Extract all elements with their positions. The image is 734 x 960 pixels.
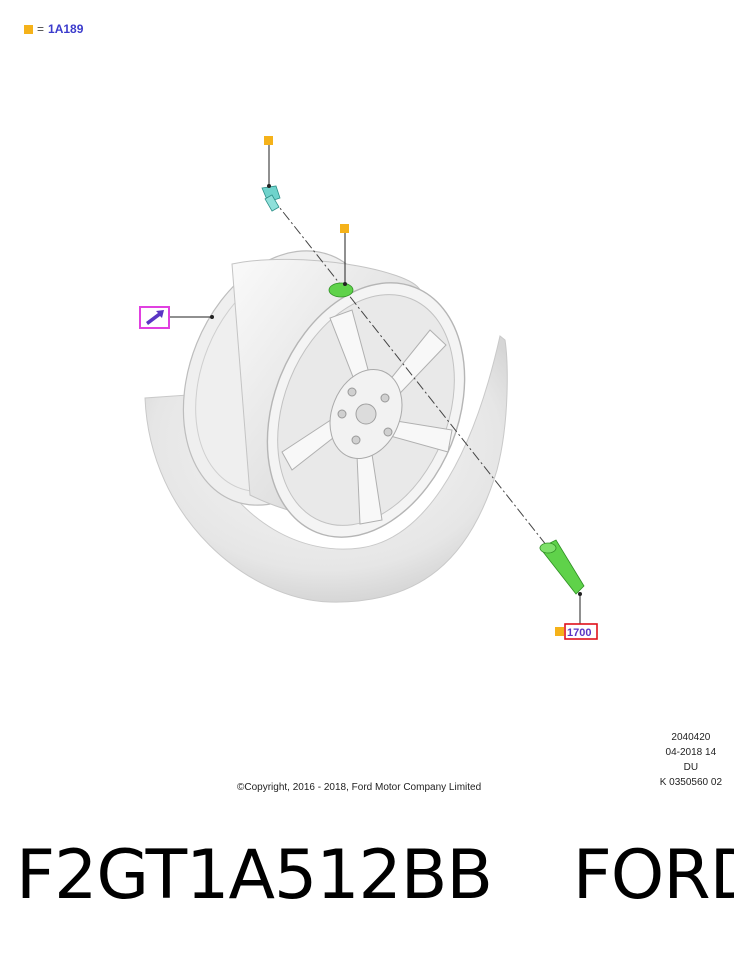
legend-marker-swatch [24,24,33,34]
meta-line-2: 04-2018 14 [665,747,717,758]
valve-seat [328,282,354,298]
marker-top-leader [264,136,273,188]
brand-name: FORD [572,836,734,915]
copyright-notice: ©Copyright, 2016 - 2018, Ford Motor Comp… [237,782,482,793]
part-number: F2GT1A512BB [16,836,493,915]
part-callout-1700[interactable]: 1700 [564,623,598,640]
legend-ref-link[interactable]: 1A189 [48,22,84,36]
link-arrow-callout[interactable] [139,306,214,329]
tpms-valve [539,539,585,595]
meta-line-1: 2040420 [671,732,711,743]
meta-line-3: DU [683,762,699,773]
part-callout-label: 1700 [567,627,591,639]
legend-equals: = [37,22,45,36]
valve-stem-top [261,185,281,212]
drawing-metadata: 2040420 04-2018 14 DU K 0350560 02 [660,730,722,790]
footer-caption: F2GT1A512BB FORD [16,836,734,915]
link-arrow-icon [146,310,164,325]
marker-valve-leader [555,592,582,636]
legend: = 1A189 [24,22,83,36]
alignment-centerline [271,197,559,561]
marker-seat-leader [340,224,349,286]
meta-line-4: K 0350560 02 [659,777,722,788]
